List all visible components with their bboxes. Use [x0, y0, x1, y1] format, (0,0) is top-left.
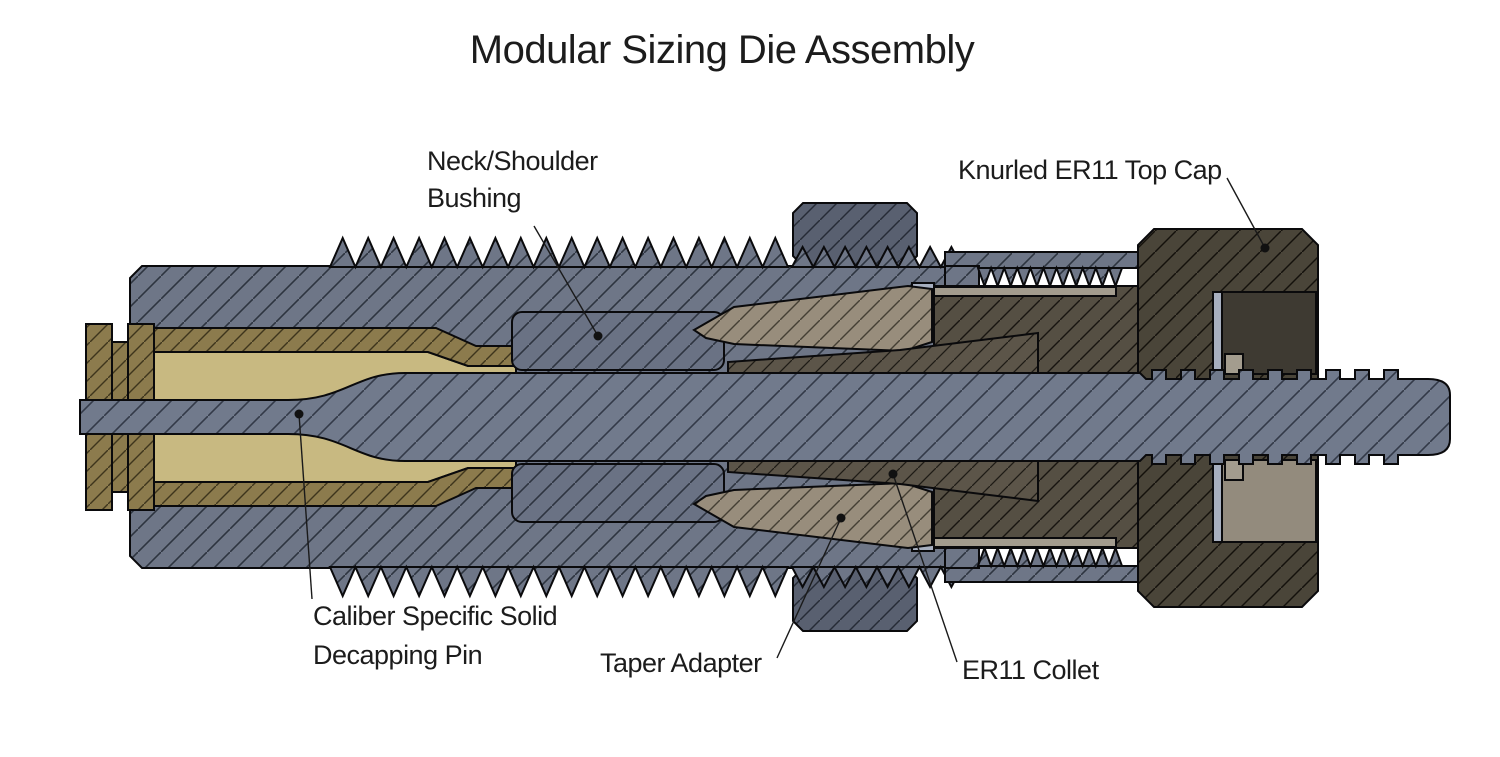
sleeve-strip-top [933, 286, 1117, 297]
neck-shoulder-bushing-bottom [511, 463, 725, 523]
die-body-threads-top [328, 235, 790, 270]
label-taper-text: Taper Adapter [600, 648, 762, 678]
sleeve-strip-bottom [933, 537, 1117, 548]
leader-top-cap [1226, 177, 1266, 249]
label-decapping-line1: Caliber Specific Solid [313, 601, 558, 631]
leader-collet [892, 473, 958, 663]
neck-shoulder-bushing-top [511, 311, 725, 371]
taper-adapter-top [692, 284, 933, 353]
adapter-shank-corner-top [944, 265, 980, 287]
label-top-cap-text: Knurled ER11 Top Cap [958, 155, 1222, 185]
leader-dot-top-cap [1260, 243, 1270, 253]
leader-dot-taper-adapter [836, 513, 846, 523]
leader-decapping-pin [298, 413, 313, 600]
cap-fine-threads-top [976, 265, 1124, 289]
label-decapping-pin: Caliber Specific Solid Decapping Pin [313, 597, 558, 675]
cap-fine-threads-bottom [976, 545, 1124, 569]
die-body-threads-bottom [328, 564, 790, 599]
leader-dot-collet [888, 469, 898, 479]
lock-ring-bottom [792, 567, 918, 632]
label-taper-adapter: Taper Adapter [600, 645, 762, 682]
leader-dot-bushing [593, 331, 603, 341]
label-er11-collet: ER11 Collet [962, 652, 1099, 689]
leader-bushing [533, 225, 599, 337]
label-decapping-line2: Decapping Pin [313, 640, 483, 670]
label-bushing-line1: Neck/Shoulder [427, 146, 598, 176]
label-collet-text: ER11 Collet [962, 655, 1099, 685]
taper-adapter-bottom [692, 481, 933, 550]
page-title: Modular Sizing Die Assembly [469, 28, 975, 72]
leader-dot-decapping-pin [294, 409, 304, 419]
leader-lines [294, 177, 1270, 663]
label-neck-shoulder-bushing: Neck/Shoulder Bushing [427, 143, 598, 217]
leader-taper-adapter [776, 517, 842, 659]
label-bushing-line2: Bushing [427, 183, 522, 213]
cap-washer-bottom [1212, 459, 1223, 543]
decapping-rod [79, 369, 1451, 465]
adapter-shank-corner-bottom [944, 547, 980, 569]
cap-washer-top [1212, 291, 1223, 375]
label-knurled-top-cap: Knurled ER11 Top Cap [958, 152, 1222, 189]
lock-ring-top [792, 202, 918, 267]
